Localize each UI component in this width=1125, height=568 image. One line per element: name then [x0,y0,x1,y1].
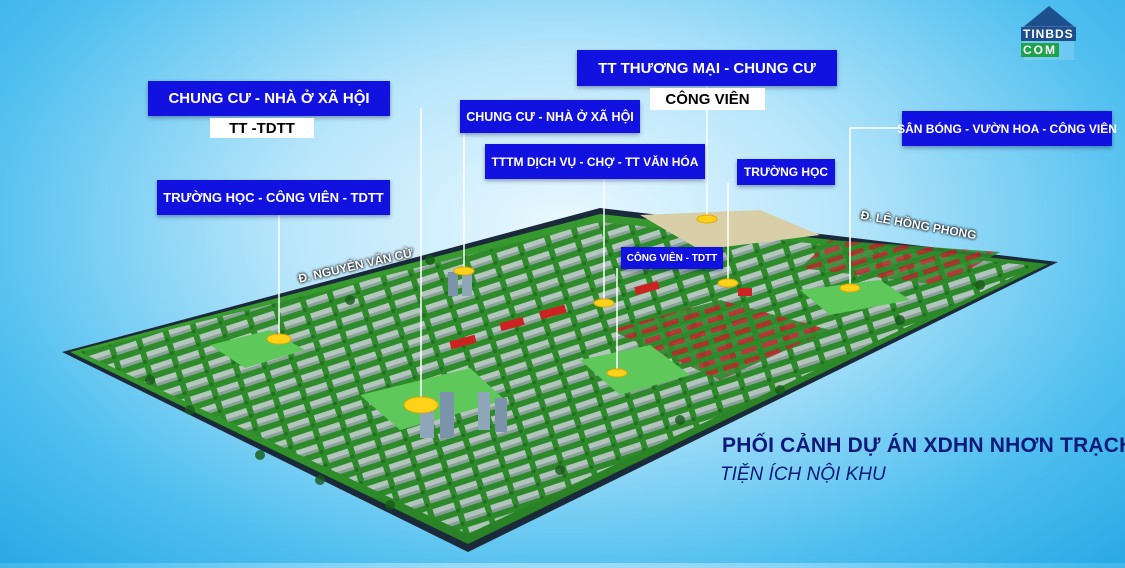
label-truong-hoc: TRƯỜNG HỌC [737,159,835,185]
label-tt-tdtt: TT -TDTT [210,118,314,138]
label-truong-hoc-cong-vien: TRƯỜNG HỌC - CÔNG VIÊN - TDTT [157,180,390,215]
label-tt-thuong-mai: TT THƯƠNG MẠI - CHUNG CƯ [577,50,837,86]
caption-subtitle: TIỆN ÍCH NỘI KHU [720,464,886,485]
label-chung-cu-mid: CHUNG CƯ - NHÀ Ở XÃ HỘI [460,100,640,133]
caption-title: PHỐI CẢNH DỰ ÁN XDHN NHƠN TRẠCH [722,434,1125,457]
label-chung-cu-left: CHUNG CƯ - NHÀ Ở XÃ HỘI [148,81,390,116]
label-cong-vien: CÔNG VIÊN [650,88,765,110]
label-tttm-dich-vu: TTTM DỊCH VỤ - CHỢ - TT VĂN HÓA [485,144,705,179]
label-cong-vien-tdtt: CÔNG VIÊN - TDTT [621,247,723,269]
logo-text-top: TINBDS [1021,27,1076,41]
label-san-bong: SÂN BÓNG - VƯỜN HOA - CÔNG VIÊN [897,111,1117,146]
logo-text-bottom: COM [1021,43,1059,57]
